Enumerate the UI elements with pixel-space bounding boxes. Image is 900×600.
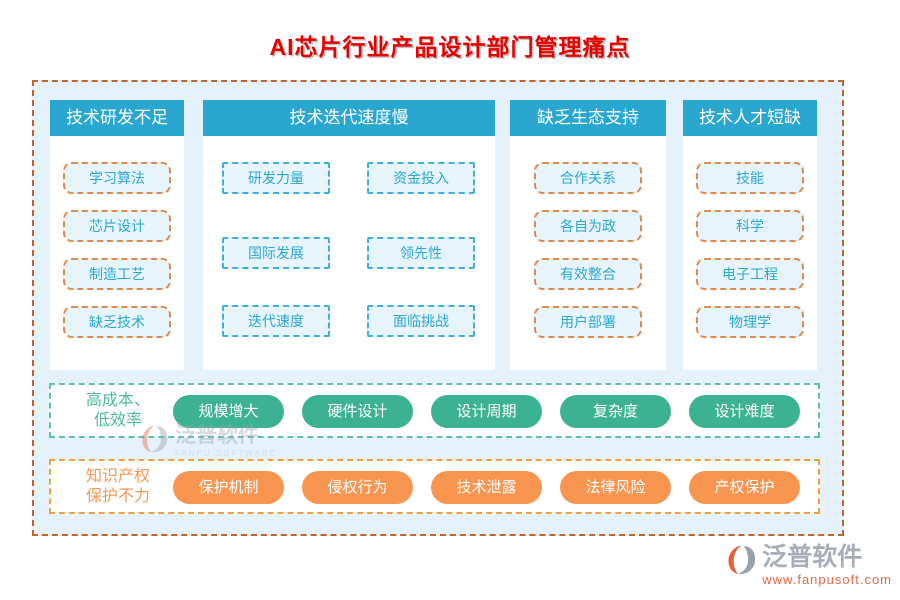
- pain-item: 资金投入: [367, 162, 475, 194]
- pill: 设计难度: [689, 395, 800, 428]
- band-label-line: 低效率: [93, 411, 142, 429]
- pain-item: 迭代速度: [222, 305, 330, 337]
- column-header-iteration-speed: 技术迭代速度慢: [203, 100, 495, 136]
- footer-brand-url: www.fanpusoft.com: [762, 572, 892, 587]
- pill: 保护机制: [173, 471, 284, 504]
- pill: 侵权行为: [302, 471, 413, 504]
- pain-item: 用户部署: [534, 306, 642, 338]
- pain-item: 学习算法: [63, 162, 171, 194]
- column-iteration-speed: 技术迭代速度慢 研发力量 资金投入 国际发展 领先性 迭代速度 面临挑战: [203, 100, 495, 370]
- column-header-talent: 技术人才短缺: [683, 100, 817, 136]
- footer-brand: 泛普软件 www.fanpusoft.com: [726, 544, 892, 587]
- fanpu-logo-icon: [726, 544, 758, 576]
- watermark-brand: 泛普软件: [175, 424, 259, 447]
- band-label-line: 保护不力: [85, 487, 150, 505]
- column-items-ecosystem: 合作关系 各自为政 有效整合 用户部署: [510, 136, 666, 370]
- column-items-iteration-speed: 研发力量 资金投入 国际发展 领先性 迭代速度 面临挑战: [203, 136, 495, 370]
- pain-item: 面临挑战: [367, 305, 475, 337]
- pill: 硬件设计: [302, 395, 413, 428]
- band-label-ip-protection: 知识产权 保护不力: [63, 467, 173, 507]
- band-label-line: 知识产权: [85, 467, 150, 485]
- fanpu-logo-icon: [140, 424, 170, 454]
- column-header-tech-rd: 技术研发不足: [50, 100, 184, 136]
- pain-item: 研发力量: [222, 162, 330, 194]
- pill: 法律风险: [560, 471, 671, 504]
- band-label-line: 高成本、: [85, 391, 150, 409]
- pill-group-cost-efficiency: 规模增大 硬件设计 设计周期 复杂度 设计难度: [173, 395, 800, 428]
- footer-brand-name: 泛普软件: [762, 543, 863, 571]
- pill-group-ip-protection: 保护机制 侵权行为 技术泄露 法律风险 产权保护: [173, 471, 800, 504]
- pain-item: 领先性: [367, 237, 475, 269]
- column-talent: 技术人才短缺 技能 科学 电子工程 物理学: [683, 100, 817, 370]
- pill: 设计周期: [431, 395, 542, 428]
- band-ip-protection: 知识产权 保护不力 保护机制 侵权行为 技术泄露 法律风险 产权保护: [49, 459, 820, 514]
- band-label-cost-efficiency: 高成本、 低效率: [63, 391, 173, 431]
- pain-item: 电子工程: [696, 258, 804, 290]
- band-cost-efficiency: 高成本、 低效率 规模增大 硬件设计 设计周期 复杂度 设计难度: [49, 383, 820, 438]
- pain-item: 芯片设计: [63, 210, 171, 242]
- pain-item: 制造工艺: [63, 258, 171, 290]
- pain-item: 缺乏技术: [63, 306, 171, 338]
- pill: 技术泄露: [431, 471, 542, 504]
- pain-item: 国际发展: [222, 237, 330, 269]
- pill: 产权保护: [689, 471, 800, 504]
- column-ecosystem: 缺乏生态支持 合作关系 各自为政 有效整合 用户部署: [510, 100, 666, 370]
- pill: 规模增大: [173, 395, 284, 428]
- pain-item: 有效整合: [534, 258, 642, 290]
- watermark-brand-en: FANPU SOFTWARE: [175, 449, 277, 458]
- pain-item: 合作关系: [534, 162, 642, 194]
- column-items-tech-rd: 学习算法 芯片设计 制造工艺 缺乏技术: [50, 136, 184, 370]
- column-tech-rd: 技术研发不足 学习算法 芯片设计 制造工艺 缺乏技术: [50, 100, 184, 370]
- watermark: 泛普软件 FANPU SOFTWARE: [140, 424, 277, 458]
- pain-item: 物理学: [696, 306, 804, 338]
- pill: 复杂度: [560, 395, 671, 428]
- pain-points-board: 技术研发不足 学习算法 芯片设计 制造工艺 缺乏技术 技术迭代速度慢 研发力量 …: [32, 80, 844, 536]
- column-items-talent: 技能 科学 电子工程 物理学: [683, 136, 817, 370]
- column-header-ecosystem: 缺乏生态支持: [510, 100, 666, 136]
- pain-item: 科学: [696, 210, 804, 242]
- pain-item: 技能: [696, 162, 804, 194]
- page-title: AI芯片行业产品设计部门管理痛点: [269, 34, 631, 60]
- pain-item: 各自为政: [534, 210, 642, 242]
